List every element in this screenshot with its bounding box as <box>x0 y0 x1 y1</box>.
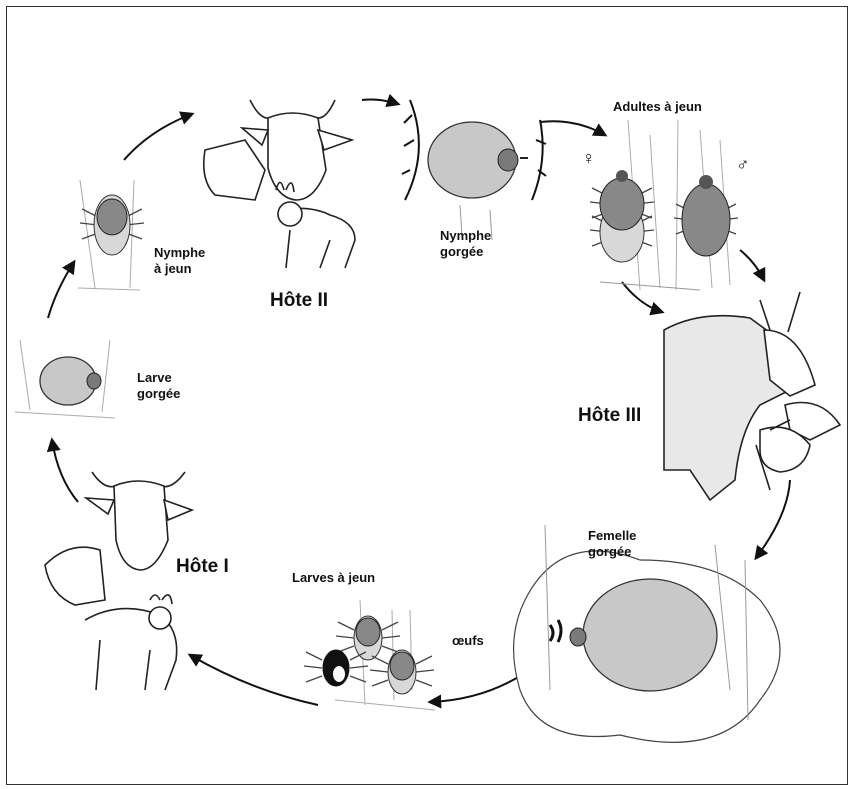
fed-larva-label-line1: Larve <box>137 370 180 386</box>
arrow-host1-to-larva <box>52 440 78 502</box>
arrow-adults-to-host3 <box>740 250 764 280</box>
unfed-nymph-label: Nymphe à jeun <box>154 245 205 277</box>
arrow-nymph-to-host2 <box>124 114 192 160</box>
host-3-label: Hôte III <box>578 405 641 427</box>
fed-nymph-label-line2: gorgée <box>440 244 491 260</box>
arrow-female-to-larvae <box>430 676 520 702</box>
fed-nymph-label-line1: Nymphe <box>440 228 491 244</box>
arrow-host2-to-nymph <box>362 100 398 105</box>
unfed-adults-illustration <box>590 120 738 290</box>
host-1-label: Hôte I <box>176 556 229 578</box>
host-3-animals <box>664 292 840 500</box>
host-2-label: Hôte II <box>270 290 328 312</box>
host-1-animals <box>45 472 192 690</box>
male-symbol: ♂ <box>736 156 750 172</box>
fed-larva-illustration <box>15 340 115 418</box>
fed-female-label: Femelle gorgée <box>588 528 636 560</box>
fed-female-illustration <box>514 525 780 742</box>
arrow-larva-to-nymph <box>48 262 74 318</box>
host-2-animals <box>204 100 355 268</box>
unfed-nymph-illustration <box>78 180 144 290</box>
unfed-larvae-illustration <box>304 600 435 710</box>
eggs-label: œufs <box>452 633 484 649</box>
arrow-larvae-to-host1 <box>190 655 318 705</box>
female-symbol: ♀ <box>582 150 596 166</box>
unfed-larvae-label: Larves à jeun <box>292 570 375 586</box>
unfed-adults-label: Adultes à jeun <box>613 99 702 115</box>
fed-female-label-line2: gorgée <box>588 544 636 560</box>
fed-nymph-illustration <box>402 100 546 240</box>
fed-female-label-line1: Femelle <box>588 528 636 544</box>
unfed-nymph-label-line2: à jeun <box>154 261 205 277</box>
fed-nymph-label: Nymphe gorgée <box>440 228 491 260</box>
arrow-nymph-to-adults <box>540 121 605 135</box>
fed-larva-label-line2: gorgée <box>137 386 180 402</box>
unfed-nymph-label-line1: Nymphe <box>154 245 205 261</box>
arrow-host3-to-female <box>756 480 790 558</box>
fed-larva-label: Larve gorgée <box>137 370 180 402</box>
